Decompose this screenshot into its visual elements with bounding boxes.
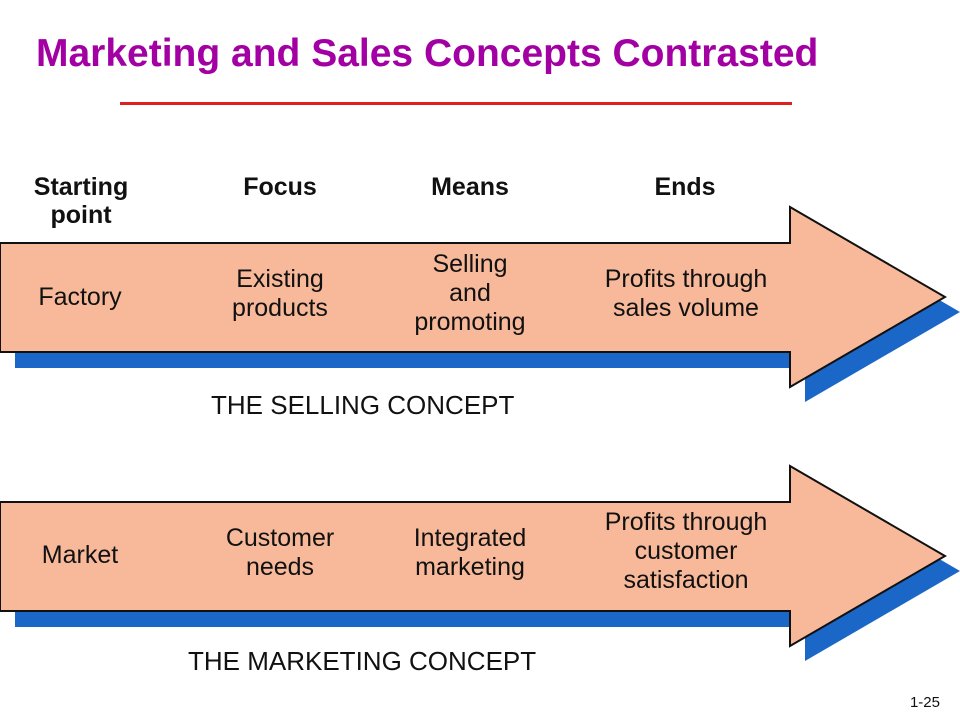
page-number: 1-25 <box>909 694 940 711</box>
selling-means: Selling and promoting <box>414 250 526 336</box>
marketing-arrow <box>0 464 947 648</box>
marketing-focus: Customer needs <box>225 524 335 581</box>
selling-arrow <box>0 205 947 389</box>
page-title: Marketing and Sales Concepts Contrasted <box>36 32 819 75</box>
header-ends: Ends <box>654 173 716 201</box>
selling-focus: Existing products <box>232 265 328 322</box>
marketing-ends: Profits through customer satisfaction <box>604 508 768 594</box>
title-underline <box>120 102 792 105</box>
selling-concept-label: THE SELLING CONCEPT <box>211 390 515 420</box>
header-focus: Focus <box>243 173 317 201</box>
selling-starting-point: Factory <box>38 283 122 311</box>
marketing-means: Integrated marketing <box>413 524 527 581</box>
marketing-starting-point: Market <box>41 541 119 569</box>
header-starting-point: Starting point <box>33 173 129 229</box>
marketing-concept-label: THE MARKETING CONCEPT <box>188 646 537 676</box>
header-means: Means <box>431 173 509 201</box>
selling-ends: Profits through sales volume <box>604 265 768 322</box>
